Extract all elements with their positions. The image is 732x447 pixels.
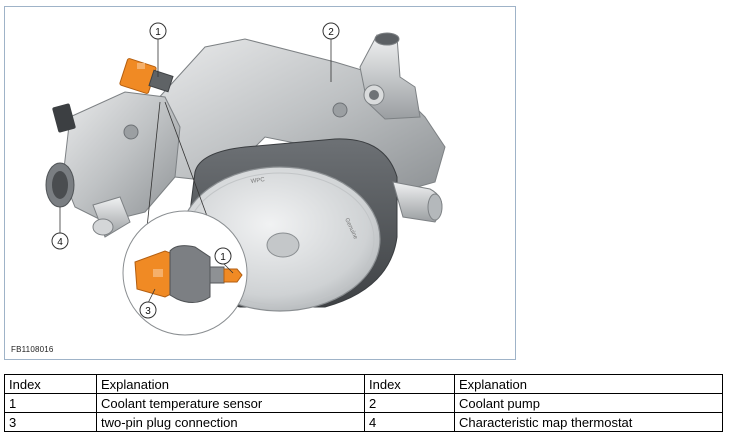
legend-table: Index Explanation Index Explanation 1 Co… (4, 374, 723, 432)
inset-callout-1: 1 (214, 247, 234, 274)
header-index-1: Index (4, 374, 97, 394)
row-index: 2 (364, 393, 455, 413)
row-index: 4 (364, 412, 455, 432)
svg-text:1: 1 (155, 27, 161, 38)
legend-header-row: Index Explanation Index Explanation (4, 374, 723, 394)
svg-text:4: 4 (57, 237, 63, 248)
inset-callout-3: 3 (139, 288, 157, 319)
coolant-pump-drawing: WPC Genuine (45, 22, 446, 336)
thermostat-plug (52, 103, 76, 133)
inset-detail (122, 210, 248, 336)
header-explanation-1: Explanation (96, 374, 365, 394)
header-index-2: Index (364, 374, 455, 394)
table-row: 1 Coolant temperature sensor 2 Coolant p… (4, 393, 723, 413)
figure-id-label: FB1108016 (11, 345, 54, 354)
callout-1: 1 (149, 22, 167, 77)
table-row: 3 two-pin plug connection 4 Characterist… (4, 412, 723, 432)
svg-text:3: 3 (145, 306, 151, 317)
row-explanation: two-pin plug connection (96, 412, 365, 432)
svg-text:2: 2 (328, 27, 334, 38)
coolant-temperature-sensor (119, 58, 174, 94)
row-index: 1 (4, 393, 97, 413)
row-explanation: Coolant temperature sensor (96, 393, 365, 413)
callout-2: 2 (322, 22, 340, 82)
housing-mark-wpc: WPC (250, 177, 265, 185)
row-explanation: Coolant pump (454, 393, 723, 413)
header-explanation-2: Explanation (454, 374, 723, 394)
technical-illustration: WPC Genuine (4, 6, 516, 360)
svg-text:1: 1 (220, 252, 226, 263)
row-explanation: Characteristic map thermostat (454, 412, 723, 432)
row-index: 3 (4, 412, 97, 432)
callout-4: 4 (51, 207, 69, 250)
